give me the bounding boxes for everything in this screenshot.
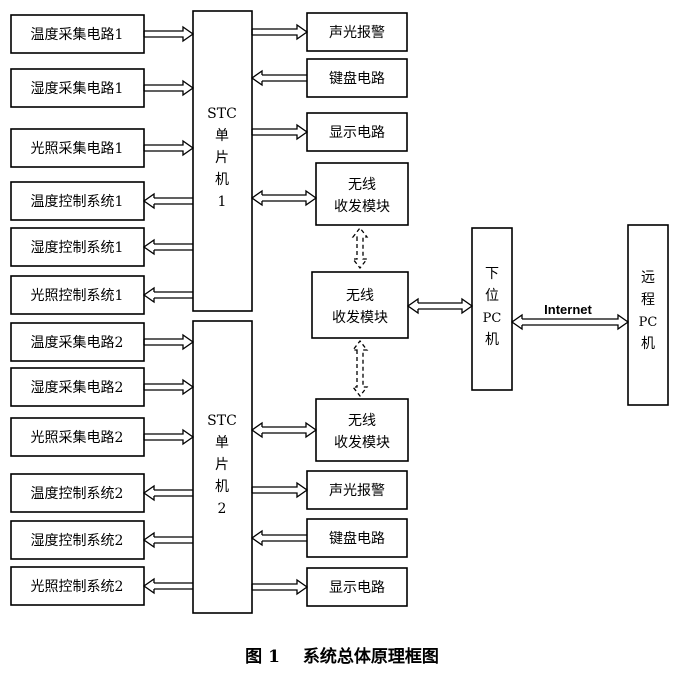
module-light-acq-2: 光照采集电路2	[10, 417, 145, 457]
left-modules-group-1: 温度采集电路1 湿度采集电路1 光照采集电路1 温度控制系统1 湿度控制系统1 …	[10, 14, 145, 315]
arrow-mcu1-wireless	[250, 189, 318, 207]
arrow-wireless-mid-bottom	[351, 339, 369, 398]
arrow-mcu1-to-display	[251, 123, 309, 141]
arrow-mcu1-to-alarm	[251, 23, 309, 41]
wireless-module-mid: 无线 收发模块	[311, 271, 409, 339]
module-temp-ctrl-1: 温度控制系统1	[10, 181, 145, 221]
module-humidity-ctrl-2: 湿度控制系统2	[10, 520, 145, 560]
module-humidity-ctrl-1: 湿度控制系统1	[10, 227, 145, 267]
svg-text:光照控制系统1: 光照控制系统1	[31, 288, 124, 304]
svg-text:位: 位	[485, 288, 499, 304]
mcu-2: STC 单 片 机 2	[192, 320, 253, 614]
svg-text:单: 单	[215, 435, 229, 451]
arrow-acq-to-mcu1-1	[143, 25, 195, 43]
svg-text:程: 程	[641, 292, 655, 308]
arrow-keyboard-to-mcu1	[250, 69, 307, 87]
module-light-acq-1: 光照采集电路1	[10, 128, 145, 168]
svg-text:显示电路: 显示电路	[329, 580, 385, 596]
arrow-mcu1-to-ctrl-3	[142, 286, 193, 304]
left-modules-group-2: 温度采集电路2 湿度采集电路2 光照采集电路2 温度控制系统2 湿度控制系统2 …	[10, 322, 145, 606]
svg-text:温度采集电路1: 温度采集电路1	[31, 26, 124, 43]
svg-text:1: 1	[218, 194, 227, 210]
wireless-module-bottom: 无线 收发模块	[315, 398, 409, 462]
arrow-acq-to-mcu1-3	[143, 139, 195, 157]
svg-text:声光报警: 声光报警	[329, 25, 385, 41]
arrow-mcu2-to-ctrl-3	[142, 577, 193, 595]
module-temp-ctrl-2: 温度控制系统2	[10, 473, 145, 513]
module-light-ctrl-2: 光照控制系统2	[10, 566, 145, 606]
arrow-mcu2-wireless	[250, 421, 318, 439]
arrow-mcu1-to-ctrl-1	[142, 192, 193, 210]
svg-text:远: 远	[641, 270, 655, 286]
arrow-mcu1-to-ctrl-2	[142, 238, 193, 256]
svg-text:键盘电路: 键盘电路	[329, 70, 385, 87]
module-temp-acq-2: 温度采集电路2	[10, 322, 145, 362]
module-display-1: 显示电路	[306, 112, 408, 152]
arrow-mcu2-to-ctrl-1	[142, 484, 193, 502]
svg-text:声光报警: 声光报警	[329, 483, 385, 499]
svg-text:收发模块: 收发模块	[332, 310, 388, 326]
svg-text:机: 机	[485, 332, 499, 348]
lower-pc: 下 位 PC 机	[471, 227, 513, 391]
svg-text:湿度控制系统1: 湿度控制系统1	[31, 240, 124, 256]
wireless-module-top: 无线 收发模块	[315, 162, 409, 226]
arrow-mcu2-to-alarm	[251, 481, 309, 499]
svg-text:无线: 无线	[348, 177, 376, 193]
remote-pc: 远 程 PC 机	[627, 224, 669, 406]
svg-text:键盘电路: 键盘电路	[329, 530, 385, 547]
svg-text:温度采集电路2: 温度采集电路2	[31, 334, 124, 351]
svg-text:收发模块: 收发模块	[334, 435, 390, 451]
svg-text:STC: STC	[207, 106, 237, 122]
arrow-acq-to-mcu2-3	[143, 428, 195, 446]
svg-text:单: 单	[215, 128, 229, 144]
arrow-acq-to-mcu2-1	[143, 333, 195, 351]
svg-text:显示电路: 显示电路	[329, 125, 385, 141]
svg-text:温度控制系统1: 温度控制系统1	[31, 194, 124, 210]
figure-caption: 图 1 系统总体原理框图	[245, 646, 439, 667]
module-alarm-2: 声光报警	[306, 470, 408, 510]
svg-text:光照控制系统2: 光照控制系统2	[31, 579, 124, 595]
arrow-mcu2-to-display	[251, 578, 309, 596]
module-keyboard-1: 键盘电路	[306, 58, 408, 98]
svg-text:机: 机	[215, 172, 229, 188]
internet-label: Internet	[544, 302, 592, 317]
svg-text:下: 下	[485, 266, 499, 282]
arrow-keyboard-to-mcu2	[250, 529, 307, 547]
module-keyboard-2: 键盘电路	[306, 518, 408, 558]
arrow-lowerpc-remotepc	[510, 313, 630, 331]
svg-text:2: 2	[218, 501, 227, 517]
svg-text:收发模块: 收发模块	[334, 199, 390, 215]
svg-text:机: 机	[641, 336, 655, 352]
arrow-acq-to-mcu1-2	[143, 79, 195, 97]
svg-text:湿度采集电路2: 湿度采集电路2	[31, 379, 124, 396]
svg-text:PC: PC	[639, 315, 658, 330]
module-humidity-acq-1: 湿度采集电路1	[10, 68, 145, 108]
svg-text:温度控制系统2: 温度控制系统2	[31, 486, 124, 502]
svg-text:光照采集电路1: 光照采集电路1	[31, 140, 124, 157]
svg-text:光照采集电路2: 光照采集电路2	[31, 429, 124, 446]
arrow-acq-to-mcu2-2	[143, 378, 195, 396]
module-display-2: 显示电路	[306, 567, 408, 607]
svg-text:无线: 无线	[346, 288, 374, 304]
svg-text:湿度采集电路1: 湿度采集电路1	[31, 80, 124, 97]
arrow-wireless-lowerpc	[406, 297, 474, 315]
svg-text:机: 机	[215, 479, 229, 495]
arrow-wireless-top-mid	[351, 226, 369, 270]
module-light-ctrl-1: 光照控制系统1	[10, 275, 145, 315]
right-modules-group-2: 声光报警 键盘电路 显示电路	[306, 470, 408, 607]
module-temp-acq-1: 温度采集电路1	[10, 14, 145, 54]
svg-text:无线: 无线	[348, 413, 376, 429]
svg-text:湿度控制系统2: 湿度控制系统2	[31, 533, 124, 549]
svg-text:STC: STC	[207, 413, 237, 429]
mcu-1: STC 单 片 机 1	[192, 10, 253, 312]
module-humidity-acq-2: 湿度采集电路2	[10, 367, 145, 407]
module-alarm-1: 声光报警	[306, 12, 408, 52]
right-modules-group-1: 声光报警 键盘电路 显示电路	[306, 12, 408, 152]
svg-text:片: 片	[215, 150, 229, 166]
arrow-mcu2-to-ctrl-2	[142, 531, 193, 549]
svg-text:PC: PC	[483, 311, 502, 326]
connection-arrows	[142, 23, 630, 596]
svg-text:片: 片	[215, 457, 229, 473]
